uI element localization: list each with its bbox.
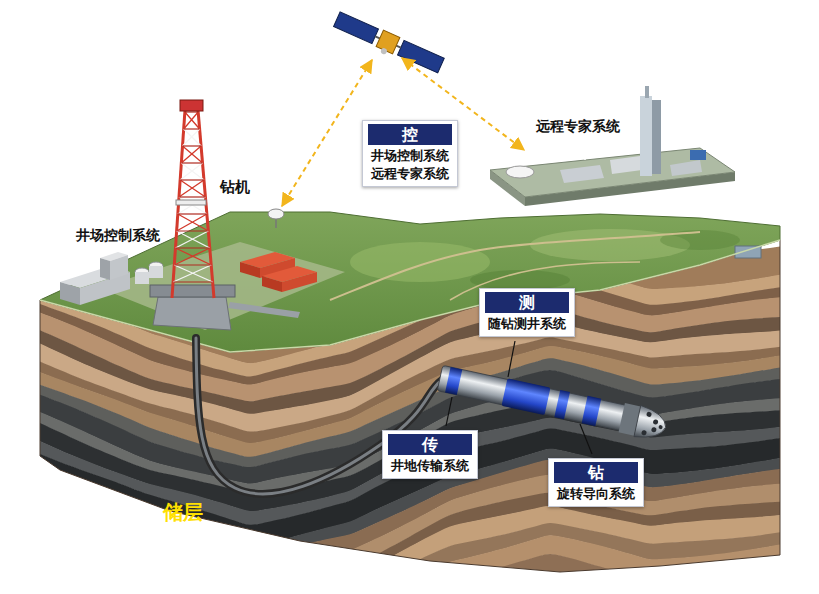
drilling-rig <box>180 100 203 111</box>
drilling-rig <box>178 213 207 214</box>
callout-text: 旋转导向系统 <box>549 485 643 506</box>
drilling-tool <box>554 390 570 419</box>
remote-expert-center <box>560 165 604 183</box>
drilling-tool <box>653 419 659 425</box>
callout-heading: 钻 <box>554 462 638 483</box>
callout-box: 钻旋转导向系统 <box>548 458 644 507</box>
callout-box: 测随钻测井系统 <box>479 288 575 337</box>
ground-surface <box>350 242 490 282</box>
satellite <box>398 40 445 73</box>
remote-expert-center <box>611 134 613 156</box>
drilling-tool <box>582 396 602 426</box>
remote-expert-center <box>584 136 586 160</box>
well-site <box>60 209 345 330</box>
leader-line <box>446 397 452 426</box>
drilling-rig <box>176 200 206 205</box>
drilling-rig <box>185 111 198 112</box>
drilling-rig <box>173 281 213 282</box>
drilling-rig <box>179 196 205 197</box>
callout-text: 井地传输系统 <box>383 457 477 478</box>
callout-box: 传井地传输系统 <box>382 430 478 479</box>
well-site <box>110 255 128 280</box>
leader-line <box>508 341 515 377</box>
callout-text: 远程专家系统 <box>363 165 457 186</box>
well-site <box>135 272 149 284</box>
drilling-tool <box>651 427 657 433</box>
drilling-rig <box>181 146 202 163</box>
drilling-rig <box>175 247 209 248</box>
drilling-tool <box>634 405 669 442</box>
well-site <box>150 285 235 297</box>
satellite <box>334 12 379 44</box>
drilling-tool <box>658 425 663 430</box>
remote-expert-center <box>690 150 706 160</box>
drilling-rig <box>179 180 205 197</box>
well-site <box>240 262 260 278</box>
ground-surface <box>40 212 780 352</box>
remote-expert-center <box>670 160 702 176</box>
remote-expert-center <box>610 156 642 174</box>
drilling-rig <box>180 179 204 180</box>
callout-heading: 测 <box>485 292 569 313</box>
rock-strata <box>30 554 800 594</box>
drilling-tool <box>437 365 630 431</box>
well-site <box>100 258 110 280</box>
part-label: 远程专家系统 <box>536 117 620 135</box>
drilling-rig <box>174 248 211 265</box>
ground-surface <box>40 212 780 352</box>
callout-box: 控井场控制系统远程专家系统 <box>362 120 458 187</box>
drilling-rig <box>173 265 213 282</box>
well-site <box>149 266 163 278</box>
drilling-rig <box>184 112 200 129</box>
drilling-rig <box>180 163 204 180</box>
remote-expert-center <box>640 96 652 176</box>
drilling-rig <box>177 214 209 231</box>
drilling-rig <box>172 100 214 298</box>
satellite <box>380 47 388 55</box>
well-site <box>153 297 231 330</box>
remote-expert-center <box>490 86 735 206</box>
drilling-rig <box>175 231 209 248</box>
drilling-tool <box>641 430 647 436</box>
drilling-rig <box>183 129 202 146</box>
well-site <box>60 282 80 305</box>
rock-strata <box>30 535 800 594</box>
well-site <box>100 242 345 330</box>
remote-expert-center <box>645 86 649 98</box>
layer-label: 储层 <box>163 500 203 524</box>
callout-text: 随钻测井系统 <box>480 315 574 336</box>
part-label: 井场控制系统 <box>76 226 160 244</box>
leader-line <box>580 424 592 454</box>
drilling-rig <box>174 264 211 265</box>
remote-expert-center <box>506 166 534 178</box>
callout-text: 井场控制系统 <box>363 147 457 165</box>
drilling-tool <box>445 367 462 395</box>
callout-heading: 控 <box>368 124 452 145</box>
remote-expert-center <box>652 100 661 174</box>
signal-link <box>282 58 524 206</box>
well-site <box>282 272 317 292</box>
drilling-rig <box>184 128 200 129</box>
signal-link <box>282 60 372 206</box>
well-site <box>228 302 300 318</box>
drilling-tool <box>502 378 551 415</box>
ground-surface <box>40 240 780 352</box>
callout-heading: 传 <box>388 434 472 455</box>
drilling-rig <box>177 230 209 231</box>
part-label: 钻机 <box>220 178 250 196</box>
well-site <box>262 276 282 292</box>
drilling-rig <box>183 145 202 146</box>
drilling-rig <box>181 162 202 163</box>
satellite <box>332 11 445 77</box>
satellite <box>376 30 400 54</box>
well-site <box>268 209 284 219</box>
drilling-tool <box>646 411 652 417</box>
